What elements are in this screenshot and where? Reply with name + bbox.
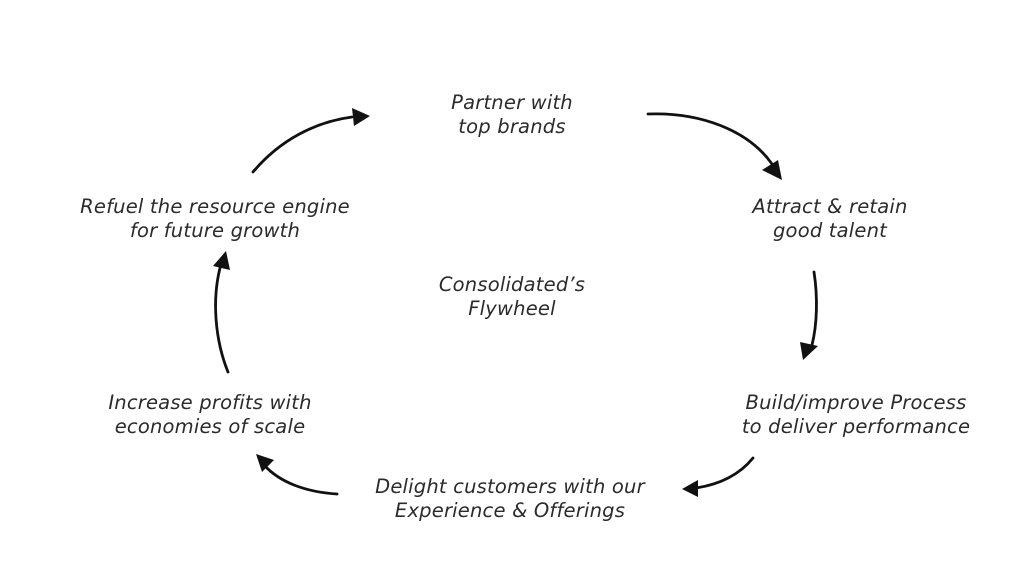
- arrowhead-icon: [762, 160, 782, 180]
- node-label-line1: Refuel the resource engine: [80, 195, 350, 218]
- arrowhead-icon: [352, 108, 370, 126]
- node-label-line2: top brands: [458, 115, 566, 138]
- arrow-refuel-to-partner: [251, 108, 370, 174]
- node-attract-retain-talent: Attract & retain good talent: [730, 195, 930, 243]
- node-label-line1: Delight customers with our: [375, 475, 645, 498]
- diagram-title-line2: Flywheel: [468, 297, 556, 320]
- arrowhead-icon: [256, 454, 274, 472]
- arrowhead-icon: [213, 251, 230, 270]
- node-label-line1: Partner with: [451, 91, 573, 114]
- arrow-build-to-delight: [682, 456, 755, 497]
- diagram-title-line1: Consolidated’s: [438, 273, 586, 296]
- arrow-attract-to-build: [800, 270, 818, 360]
- node-label-line2: to deliver performance: [741, 415, 971, 438]
- arrow-shaft: [646, 112, 774, 166]
- arrow-shaft: [251, 115, 354, 174]
- node-label-line2: Experience & Offerings: [394, 499, 626, 522]
- node-label-line2: good talent: [772, 219, 888, 242]
- arrow-increase-to-refuel: [213, 251, 230, 374]
- diagram-title: Consolidated’s Flywheel: [412, 273, 612, 321]
- arrow-shaft: [810, 270, 818, 347]
- node-increase-profits: Increase profits with economies of scale: [85, 391, 335, 439]
- arrow-shaft: [263, 464, 339, 496]
- node-label-line2: for future growth: [129, 219, 301, 242]
- node-label-line2: economies of scale: [114, 415, 306, 438]
- node-refuel-resource-engine: Refuel the resource engine for future gr…: [55, 195, 375, 243]
- arrow-shaft: [694, 456, 755, 490]
- arrowhead-icon: [800, 342, 818, 360]
- node-label-line1: Attract & retain: [752, 195, 908, 218]
- node-label-line1: Build/improve Process: [745, 391, 967, 414]
- node-label-line1: Increase profits with: [108, 391, 312, 414]
- arrowhead-icon: [682, 480, 698, 497]
- node-partner-with-top-brands: Partner with top brands: [412, 91, 612, 139]
- node-delight-customers: Delight customers with our Experience & …: [350, 475, 670, 523]
- arrow-delight-to-increase: [256, 454, 339, 496]
- node-build-improve-process: Build/improve Process to deliver perform…: [720, 391, 992, 439]
- arrow-shaft: [214, 266, 230, 374]
- arrow-partner-to-attract: [646, 112, 782, 180]
